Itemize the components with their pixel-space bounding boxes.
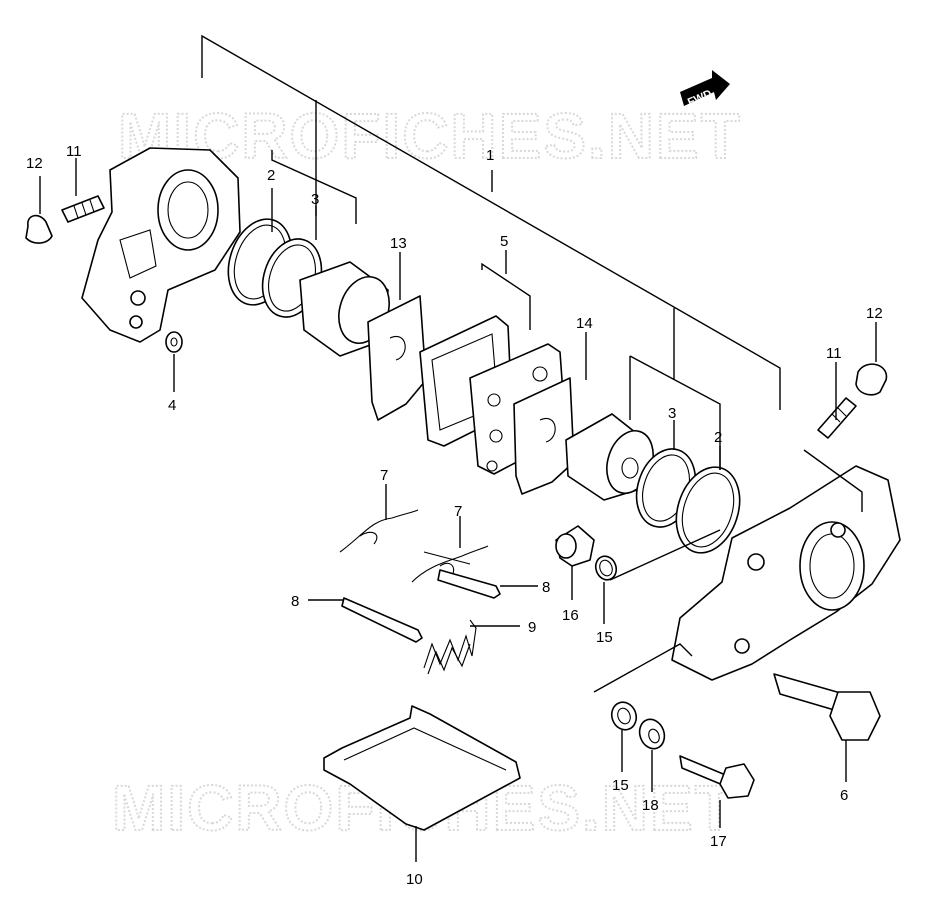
bleeder-valve-left: [61, 195, 105, 223]
callout-8-a: 8: [291, 593, 299, 610]
callout-3-right: 3: [668, 405, 676, 422]
assembly-bracket-1: [201, 34, 781, 410]
callout-2-right: 2: [714, 429, 722, 446]
callout-7-a: 7: [380, 467, 388, 484]
caliper-right-housing: [671, 465, 901, 681]
caliper-left-housing: [81, 147, 241, 343]
callout-16: 16: [562, 607, 579, 624]
callout-5: 5: [500, 233, 508, 250]
sleeve-16: [555, 525, 595, 567]
pad-shim-13: [367, 295, 427, 421]
callout-11-right: 11: [826, 345, 842, 362]
piston-seal-right: [675, 466, 741, 554]
washer-18: [638, 718, 666, 750]
pad-pin-8b: [437, 569, 501, 599]
callout-labels: 1 2 3 4 5 6 7 7 8 8 9 10 11 11 12 12 13 …: [26, 143, 883, 888]
callout-10: 10: [406, 871, 423, 888]
bleeder-cap-left: [25, 214, 53, 244]
callout-17: 17: [710, 833, 727, 850]
callout-12-left: 12: [26, 155, 43, 172]
callout-4: 4: [168, 397, 176, 414]
callout-2-left: 2: [267, 167, 275, 184]
pad-pin-8a: [341, 597, 423, 643]
callout-8-b: 8: [542, 579, 550, 596]
mounting-bolt-6: [773, 673, 881, 741]
callout-15-upper: 15: [596, 629, 613, 646]
callout-14: 14: [576, 315, 593, 332]
bleeder-valve-right: [817, 397, 857, 439]
callout-13: 13: [390, 235, 407, 252]
callout-11-left: 11: [66, 143, 82, 160]
callout-18: 18: [642, 797, 659, 814]
pad-spring-clip-7a: [339, 509, 419, 553]
callout-12-right: 12: [866, 305, 883, 322]
pad-shim-14: [513, 377, 575, 495]
callout-9: 9: [528, 619, 536, 636]
callout-1: 1: [486, 147, 494, 164]
pad-cover-10: [323, 705, 521, 831]
callout-3-left: 3: [311, 191, 319, 208]
washer-15-lower: [610, 701, 638, 731]
callout-6: 6: [840, 787, 848, 804]
pad-spring-9: [423, 619, 477, 675]
bolt-17: [679, 755, 755, 799]
leader-lines: [39, 100, 877, 862]
washer-4: [165, 331, 183, 353]
callout-7-b: 7: [454, 503, 462, 520]
bleeder-cap-right: [855, 363, 888, 396]
callout-15-lower: 15: [612, 777, 629, 794]
